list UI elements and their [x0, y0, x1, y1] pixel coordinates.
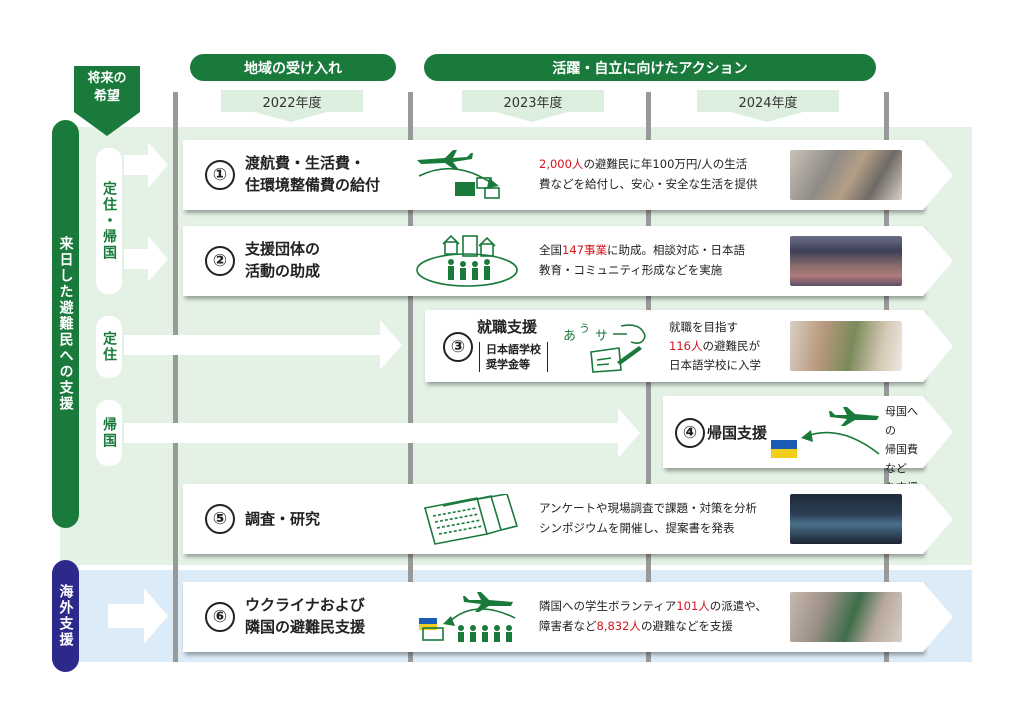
category-settle: 定住 [96, 316, 122, 378]
card-description: アンケートや現場調査で課題・対策を分析シンポジウムを開催し、提案書を発表 [539, 501, 758, 535]
year-2022: 2022年度 [221, 90, 363, 112]
flow-arrow [124, 142, 168, 188]
overseas-support-bar: 海外支援 [52, 560, 79, 672]
phase-action-label: 活躍・自立に向けたアクション [424, 54, 876, 81]
card-subtitle: 日本語学校奨学金等 [479, 342, 548, 372]
flow-arrow [124, 236, 168, 282]
flow-arrow [124, 408, 640, 458]
airplane-money-icon [417, 150, 500, 199]
item-number: ② [205, 246, 235, 276]
card-title: 調査・研究 [245, 510, 321, 528]
year-pointer [731, 112, 803, 122]
flow-arrow [108, 588, 168, 644]
airplane-return-icon [801, 407, 880, 455]
support-card-4: ④ 帰国支援 母国への帰国費などを支援 [663, 396, 953, 494]
item-number: ⑤ [205, 504, 235, 534]
card-description: 全国147事業に助成。相談対応・日本語 教育・コミュニティ形成などを実施 [539, 243, 745, 277]
card-title: 支援団体の活動の助成 [245, 240, 321, 280]
support-card-5: ⑤ 調査・研究 アンケートや現場調査で課題・対策を分析シンポジウムを開催し、提案… [183, 484, 953, 554]
future-hope-label: 将来の 希望 [74, 66, 140, 112]
card-description: 2,000人の避難民に年100万円/人の生活 費などを給付し、安心・安全な生活を… [539, 157, 758, 191]
year-pointer [255, 112, 327, 122]
phase-reception-label: 地域の受け入れ [190, 54, 396, 81]
card-title: 就職支援 [477, 318, 538, 336]
community-buildings-icon [416, 234, 518, 287]
photo-symposium [790, 494, 902, 544]
item-number: ⑥ [205, 602, 235, 632]
year-2024: 2024年度 [697, 90, 839, 112]
year-2023: 2023年度 [462, 90, 604, 112]
svg-text:う: う [579, 322, 590, 335]
card-title: ウクライナおよび隣国の避難民支援 [245, 596, 366, 636]
card-title: 渡航費・生活費・住環境整備費の給付 [245, 154, 381, 194]
photo-volunteers [790, 592, 902, 642]
future-hope-tag: 将来の 希望 [74, 66, 140, 136]
category-settle-return: 定住・帰国 [96, 148, 122, 294]
grid-line [408, 92, 413, 662]
grid-line [173, 92, 178, 662]
japanese-study-icon: あ う サ [563, 322, 646, 373]
photo-students [790, 321, 902, 371]
documents-icon [423, 494, 519, 545]
support-card-3: ③ 就職支援 日本語学校奨学金等 あ う サ 就職を目指す 116人の避難民が … [425, 310, 953, 382]
item-number: ① [205, 160, 235, 190]
card-title: 帰国支援 [707, 424, 768, 442]
item-number: ④ [675, 418, 705, 448]
ukraine-flag-icon [771, 440, 797, 458]
year-pointer [496, 112, 568, 122]
svg-text:サ: サ [595, 329, 608, 344]
domestic-support-bar: 来日した避難民への支援 [52, 120, 79, 528]
svg-text:あ: あ [563, 329, 576, 344]
photo-people-gathering [790, 150, 902, 200]
card-description: 就職を目指す 116人の避難民が 日本語学校に入学 [669, 320, 761, 372]
photo-group [790, 236, 902, 286]
item-number: ③ [443, 332, 473, 362]
support-card-1: ① 渡航費・生活費・住環境整備費の給付 2,000人の避難民に年100万円/人の… [183, 140, 953, 210]
support-card-2: ② 支援団体の活動の助成 全国147事業に助成。相談対応・日本語 教育・コミュニ… [183, 226, 953, 296]
overseas-volunteers-icon [419, 592, 516, 642]
flow-arrow [124, 320, 402, 370]
card-description: 母国への帰国費などを支援 [885, 405, 918, 494]
support-card-6: ⑥ ウクライナおよび隣国の避難民支援 隣国への学生ボランティア101人の派遣や、… [183, 582, 953, 652]
card-description: 隣国への学生ボランティア101人の派遣や、 障害者など8,832人の避難などを支… [539, 599, 767, 633]
category-return: 帰国 [96, 400, 122, 466]
